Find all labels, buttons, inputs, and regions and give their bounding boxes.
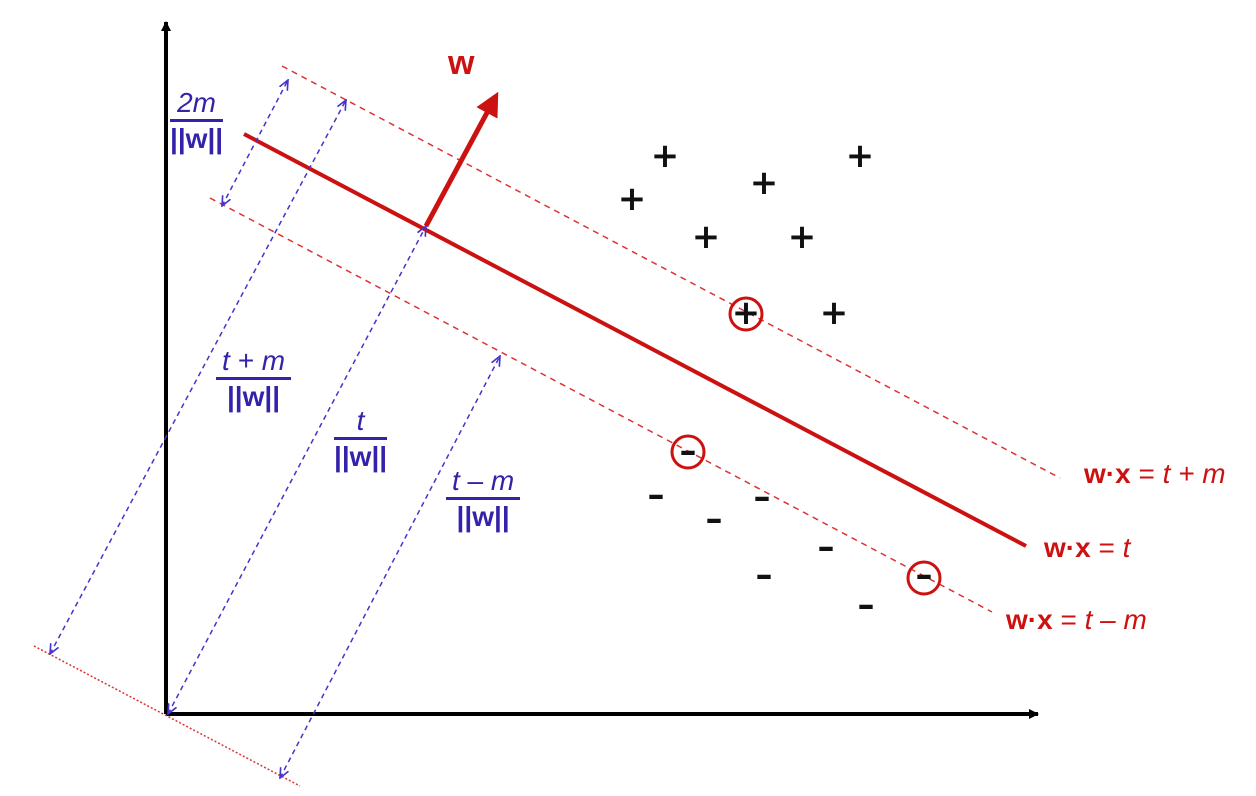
negative-support-vector: – — [680, 431, 697, 471]
negative-point: – — [706, 499, 723, 539]
lower-margin-line — [209, 197, 993, 613]
positive-point: + — [846, 136, 875, 176]
equation-rhs: t + m — [1162, 458, 1226, 489]
upper-margin-line — [281, 65, 1061, 479]
distance-arrow-2m — [222, 80, 288, 206]
upper-margin-equation: w·x = t + m — [1084, 458, 1226, 490]
weight-vector-label: w — [448, 44, 475, 82]
upper-margin-distance-label: t + m ||w|| — [216, 346, 292, 413]
fraction-denominator: ||w|| — [334, 441, 388, 473]
lower-margin-distance-label: t – m ||w|| — [446, 466, 521, 533]
weight-vector-arrow — [423, 91, 499, 228]
positive-point: + — [692, 217, 721, 257]
negative-point: – — [818, 527, 835, 567]
equation-lhs: w·x — [1084, 458, 1131, 489]
lower-margin-equation: w·x = t – m — [1006, 604, 1147, 636]
boundary-distance-label: t ||w|| — [334, 406, 388, 473]
support-vector-circle — [728, 296, 764, 332]
fraction-numerator: t – m — [446, 466, 521, 501]
equation-operator: = — [1052, 604, 1085, 635]
fraction-denominator: ||w|| — [456, 501, 510, 533]
equation-rhs: t – m — [1084, 604, 1147, 635]
distance-arrow-t-plus-m — [50, 100, 346, 654]
negative-point: – — [756, 555, 773, 595]
fraction-numerator: t + m — [216, 346, 292, 381]
equation-operator: = — [1090, 532, 1123, 563]
equation-lhs: w·x — [1006, 604, 1053, 635]
distance-arrow-t-minus-m — [280, 356, 500, 778]
negative-point: – — [754, 477, 771, 517]
fraction-numerator: t — [334, 406, 388, 441]
negative-point: – — [648, 475, 665, 515]
fraction-numerator: 2m — [170, 88, 224, 123]
positive-point: + — [820, 293, 849, 333]
positive-point: + — [788, 217, 817, 257]
distance-arrow-t — [168, 226, 426, 714]
positive-point: + — [618, 179, 647, 219]
fraction-denominator: ||w|| — [226, 381, 281, 413]
margin-width-label: 2m ||w|| — [170, 88, 224, 155]
positive-point: + — [651, 136, 680, 176]
equation-lhs: w·x — [1044, 532, 1091, 563]
support-vector-circle — [670, 434, 706, 470]
support-vector-circle — [906, 560, 942, 596]
negative-support-vector: – — [916, 555, 933, 595]
equation-rhs: t — [1122, 532, 1131, 563]
decision-boundary — [243, 132, 1027, 548]
positive-point: + — [750, 163, 779, 203]
equation-operator: = — [1130, 458, 1163, 489]
decision-boundary-equation: w·x = t — [1044, 532, 1130, 564]
fraction-denominator: ||w|| — [170, 123, 224, 155]
negative-point: – — [858, 585, 875, 625]
